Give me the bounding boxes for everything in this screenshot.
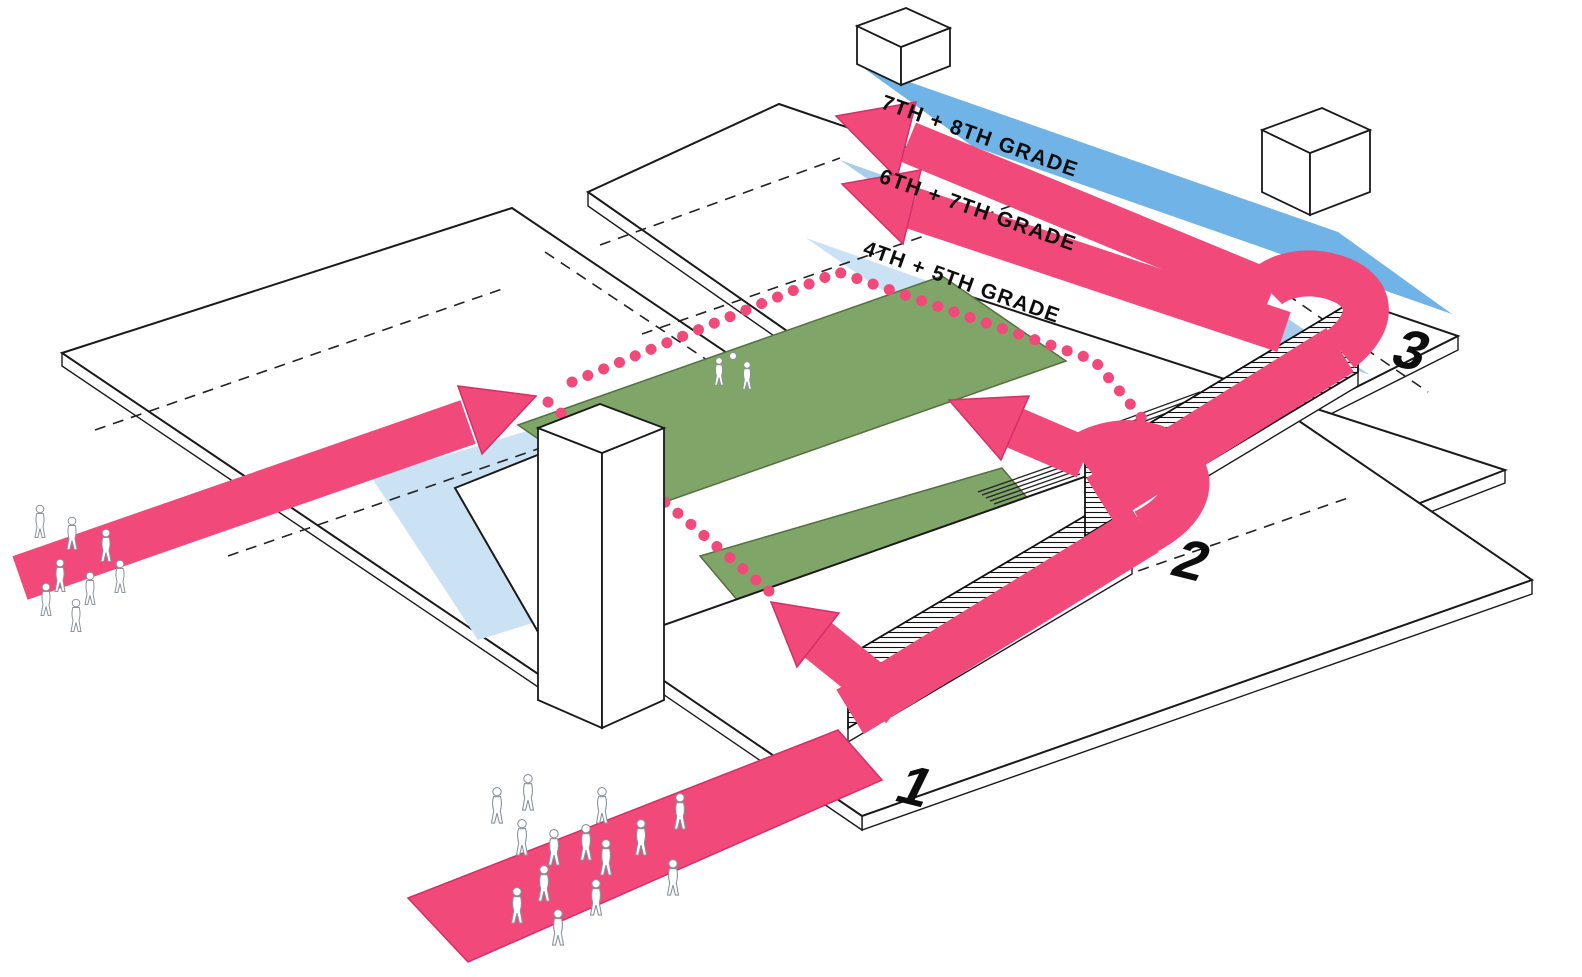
box-top bbox=[854, 7, 953, 48]
person-figure bbox=[589, 878, 603, 916]
soccer-ball bbox=[729, 352, 737, 360]
level-1-arrow-head bbox=[769, 601, 841, 669]
tower-face bbox=[601, 426, 665, 730]
person-figure bbox=[666, 858, 680, 896]
person-figure bbox=[70, 598, 82, 632]
tower-face bbox=[537, 426, 603, 730]
person-figure bbox=[595, 786, 609, 824]
rooftop-box-b bbox=[1259, 107, 1373, 217]
entry-ribbon-west bbox=[12, 400, 476, 600]
grade-arrow-6-7-head bbox=[840, 169, 923, 246]
rooftop-box-a bbox=[854, 7, 953, 87]
tower-top bbox=[535, 403, 667, 454]
person-figure bbox=[490, 786, 504, 824]
box-top bbox=[1259, 107, 1373, 154]
ramp-band-upper bbox=[1086, 327, 1354, 523]
dashed-guide bbox=[94, 287, 506, 431]
level-2-arrow-head bbox=[947, 395, 1031, 462]
level-3-loop bbox=[1249, 250, 1389, 369]
person-figure bbox=[40, 582, 52, 616]
west-arrow-head bbox=[456, 385, 538, 456]
dashed-guide bbox=[599, 157, 841, 246]
person-figure bbox=[515, 818, 529, 856]
level-1-plate bbox=[607, 406, 1535, 832]
grade-arrow-7-8-head bbox=[834, 101, 918, 180]
grade-arrow-7-8-band bbox=[899, 122, 1281, 312]
grade-arrow-6-7-band bbox=[905, 188, 1291, 352]
level-2-branch bbox=[1006, 408, 1094, 478]
person-figure bbox=[521, 773, 535, 811]
figures-lawn-group bbox=[714, 352, 752, 390]
person-figure bbox=[114, 559, 126, 593]
dashed-guide bbox=[641, 201, 1023, 335]
person-figure bbox=[34, 504, 46, 538]
person-figure bbox=[84, 571, 96, 605]
level-1-branch bbox=[804, 622, 914, 724]
elevator-tower bbox=[535, 403, 667, 730]
dotted-route-upper bbox=[566, 266, 1156, 434]
person-figure bbox=[551, 908, 565, 946]
